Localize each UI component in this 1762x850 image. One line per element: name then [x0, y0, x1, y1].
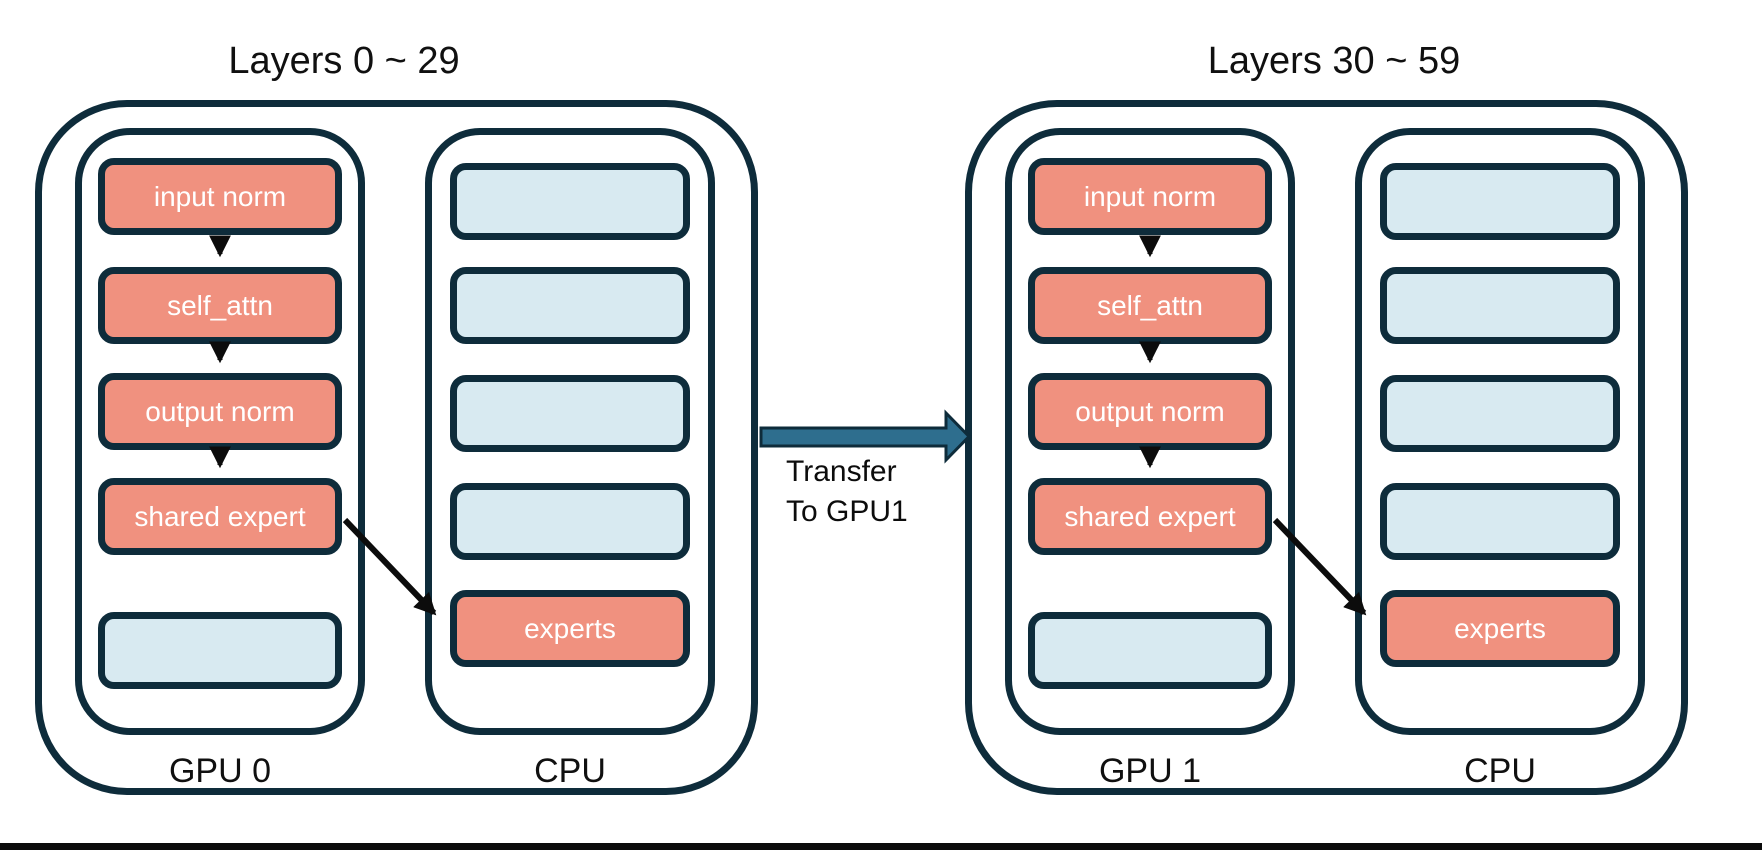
box-self-attn: self_attn — [98, 267, 342, 344]
box-output-norm: output norm — [1028, 373, 1272, 450]
box-experts: experts — [450, 590, 690, 667]
transfer-label-line2: To GPU1 — [786, 495, 908, 528]
box-input-norm: input norm — [98, 158, 342, 235]
gpu1-label: GPU 1 — [1098, 752, 1202, 790]
layer-group-30-59: Layers 30 ~ 59 input norm self_attn outp… — [930, 0, 1688, 850]
box-shared-expert: shared expert — [98, 478, 342, 555]
box-experts: experts — [1380, 590, 1620, 667]
group-title-layers-30-59: Layers 30 ~ 59 — [1207, 40, 1461, 82]
box-output-norm: output norm — [98, 373, 342, 450]
layer-group-0-29: Layers 0 ~ 29 input norm self_attn outpu… — [0, 0, 758, 850]
box-cpu-empty — [1380, 375, 1620, 452]
box-cpu-empty — [1380, 163, 1620, 240]
box-input-norm: input norm — [1028, 158, 1272, 235]
box-cpu-empty — [1380, 267, 1620, 344]
box-cpu-empty — [1380, 483, 1620, 560]
box-cpu-empty — [450, 267, 690, 344]
group-title-layers-0-29: Layers 0 ~ 29 — [228, 40, 460, 82]
box-gpu-empty — [1028, 612, 1272, 689]
gpu0-label: GPU 0 — [168, 752, 272, 790]
transfer-label: Transfer To GPU1 — [786, 452, 908, 532]
transfer-label-line1: Transfer — [786, 455, 897, 488]
cpu-label-right: CPU — [1464, 752, 1536, 790]
cpu-label-left: CPU — [534, 752, 606, 790]
box-cpu-empty — [450, 163, 690, 240]
box-gpu-empty — [98, 612, 342, 689]
box-cpu-empty — [450, 483, 690, 560]
bottom-border-line — [0, 843, 1762, 850]
box-shared-expert: shared expert — [1028, 478, 1272, 555]
box-cpu-empty — [450, 375, 690, 452]
box-self-attn: self_attn — [1028, 267, 1272, 344]
